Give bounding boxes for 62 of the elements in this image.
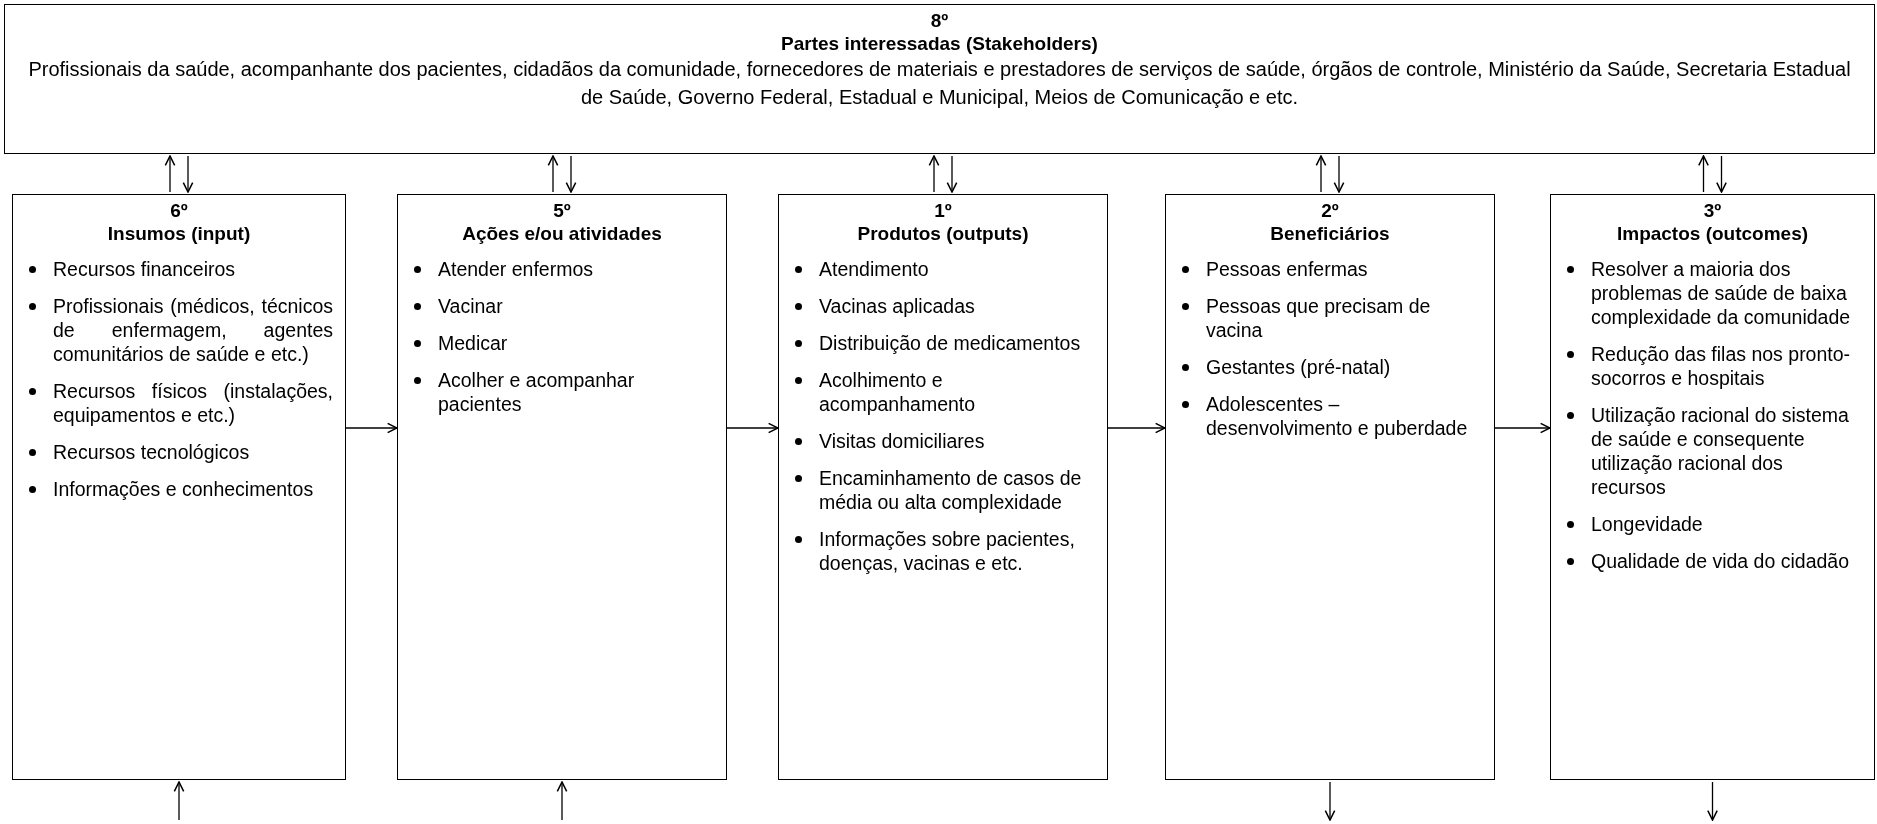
stage-box	[12, 194, 346, 780]
step-number: 8º	[929, 9, 950, 32]
list-item: Visitas domiciliares	[819, 430, 985, 452]
step-number: 6º	[169, 199, 189, 222]
arrow	[1716, 155, 1727, 193]
arrow	[1333, 155, 1345, 193]
list-item: Qualidade de vida do cidadão	[1591, 550, 1850, 572]
list-item: Atender enfermos	[438, 258, 593, 280]
arrow	[556, 781, 568, 821]
arrow	[1707, 781, 1718, 821]
list-item: Pessoas enfermas	[1206, 258, 1368, 280]
list-item: Recursos financeiros	[53, 258, 236, 280]
list-item: Gestantes (pré-natal)	[1206, 356, 1391, 378]
box-heading: Beneficiários	[1269, 222, 1391, 245]
arrow	[164, 155, 176, 193]
arrow	[565, 155, 577, 193]
list-item: Profissionais (médicos, técnicos de enfermagem, agentes comunitários de saúde e etc.)	[53, 295, 333, 365]
list-item: Acolher e acompanhar pacientes	[438, 369, 635, 415]
list-item: Recursos físicos (instalações, equipamentos e etc.)	[53, 380, 333, 426]
list-item: Informações e conhecimentos	[53, 478, 314, 500]
box-heading: Partes interessadas (Stakeholders)	[780, 32, 1099, 55]
step-number: 2º	[1320, 199, 1340, 222]
list-item: Vacinar	[438, 295, 503, 317]
arrow	[726, 422, 779, 434]
arrow	[182, 155, 194, 193]
list-item: Distribuição de medicamentos	[819, 332, 1081, 354]
stage-box	[778, 194, 1108, 780]
list-item: Medicar	[438, 332, 508, 354]
list-item: Resolver a maioria dos problemas de saúde de baixa complexidade da comunidade	[1591, 258, 1851, 328]
step-number: 3º	[1702, 199, 1723, 222]
list-item: Redução das filas nos pronto-socorros e hospitais	[1591, 343, 1851, 389]
list-item: Encaminhamento de casos de média ou alta complexidade	[819, 467, 1082, 513]
list-item: Recursos tecnológicos	[53, 441, 250, 463]
list-item: Pessoas que precisam de vacina	[1206, 295, 1431, 341]
stakeholder-panel	[4, 4, 1875, 154]
list-item: Atendimento	[819, 258, 929, 280]
stage-box	[1165, 194, 1495, 780]
list-item: Informações sobre pacientes, doenças, vacinas e etc.	[819, 528, 1075, 574]
description-text: Profissionais da saúde, acompanhante dos pacientes, cidadãos da comunidade, fornecedores de materiais e prestadores de serviços de saúde, órgãos de controle, Ministério da Saúde, Secretaria Estadual de Saúde, Governo Federal, Estadual e Municipal, Meios de Comunicação e etc.	[27, 57, 1852, 110]
arrow	[173, 781, 185, 821]
box-heading: Ações e/ou atividades	[461, 222, 663, 245]
step-number: 1º	[933, 199, 953, 222]
step-number: 5º	[552, 199, 572, 222]
list-item: Vacinas aplicadas	[819, 295, 975, 317]
arrow	[928, 155, 940, 193]
arrow	[1107, 422, 1166, 434]
list-item: Utilização racional do sistema de saúde e consequente utilização racional dos recursos	[1591, 404, 1849, 498]
box-heading: Produtos (outputs)	[856, 222, 1030, 245]
arrow	[1494, 422, 1551, 434]
list-item: Longevidade	[1591, 513, 1703, 535]
arrow	[1315, 155, 1327, 193]
list-item: Adolescentes – desenvolvimento e puberdade	[1206, 393, 1468, 439]
box-heading: Impactos (outcomes)	[1615, 222, 1810, 245]
arrow	[946, 155, 958, 193]
stage-box	[1550, 194, 1875, 780]
box-heading: Insumos (input)	[106, 222, 252, 245]
arrow	[1698, 155, 1709, 193]
arrow	[345, 422, 398, 434]
arrow	[547, 155, 559, 193]
stage-box	[397, 194, 727, 780]
arrow	[1324, 781, 1336, 821]
list-item: Acolhimento e acompanhamento	[819, 369, 976, 415]
